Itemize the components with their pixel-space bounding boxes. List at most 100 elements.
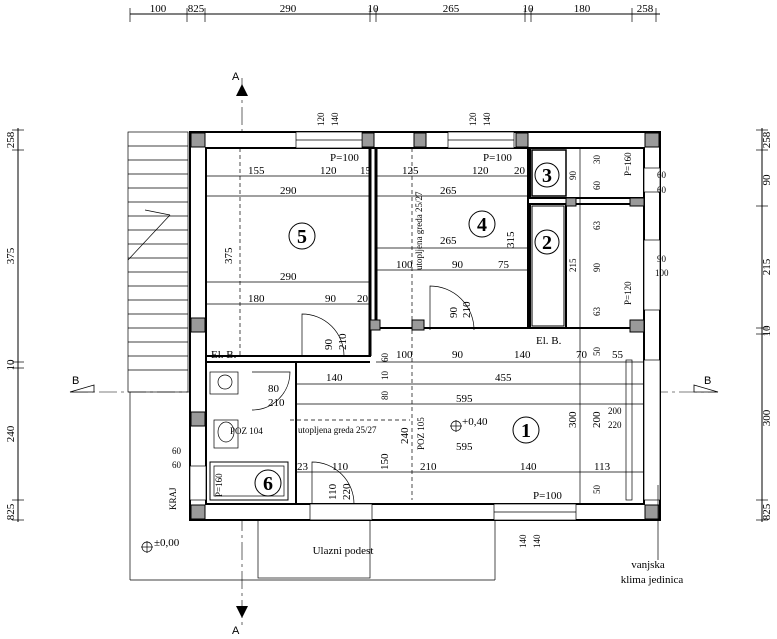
beam-label-2: utopljena greda 25/27: [414, 191, 424, 270]
dim-r5-210v: 210: [337, 333, 349, 350]
dim-c-200r: 200: [608, 406, 622, 416]
dim-side-90: 90: [657, 254, 667, 264]
dim-top5-120: 120: [316, 112, 326, 126]
dim-door-110: 110: [327, 483, 339, 500]
dim-r3-60: 60: [592, 181, 602, 191]
dim-side-60c: 60: [172, 446, 182, 456]
dim-r3-30: 30: [592, 155, 602, 165]
dim-r4-265a: 265: [440, 185, 457, 197]
dim-r4-90: 90: [452, 259, 464, 271]
level-zero: ±0,00: [154, 537, 180, 549]
right-dim-3: 215: [761, 258, 773, 275]
dim-r5-15: 15: [360, 165, 372, 177]
top-dimension-chain: 100 825 290 10 265 10 180 258: [129, 3, 660, 22]
annotations: Ulazni podest vanjska klima jedinica KRA…: [141, 191, 683, 586]
interior-dimension-lines: [206, 148, 644, 505]
dim-c-595b: 595: [456, 441, 473, 453]
dim-c-110: 110: [332, 461, 349, 473]
dim-c-23: 23: [297, 461, 309, 473]
el-b-left: El. B.: [211, 349, 237, 361]
room-1-number: 1: [521, 420, 531, 442]
window-1-label: P=100: [533, 490, 562, 502]
top-dim-8: 258: [637, 3, 654, 15]
dim-r2-63b: 63: [592, 307, 602, 317]
dim-top5-140: 140: [330, 112, 340, 126]
ac-unit-label-2: klima jedinica: [621, 574, 684, 586]
dim-r5-290b: 290: [280, 271, 297, 283]
dim-c-50: 50: [592, 347, 602, 357]
dim-r4-125: 125: [402, 165, 419, 177]
dim-r4-210v: 210: [461, 301, 473, 318]
top-dim-4: 10: [368, 3, 380, 15]
dim-c-55: 55: [612, 349, 624, 361]
top-dim-3: 290: [280, 3, 297, 15]
dim-c-455: 455: [495, 372, 512, 384]
dim-c-50b: 50: [592, 485, 602, 495]
right-dim-2: 90: [761, 174, 773, 186]
beam-label-1: utopljena greda 25/27: [298, 425, 377, 435]
top-dim-2: 825: [188, 3, 205, 15]
dim-bath-80: 80: [268, 383, 280, 395]
room-3-number: 3: [542, 165, 552, 187]
dim-c-140: 140: [514, 349, 531, 361]
window-3-label: P=160: [623, 152, 633, 176]
dim-r5-90: 90: [325, 293, 337, 305]
dim-c-140b: 140: [326, 372, 343, 384]
dim-r2-63a: 63: [592, 221, 602, 231]
dim-r3-90: 90: [568, 171, 578, 181]
dim-top4-120: 120: [468, 112, 478, 126]
left-dim-5: 825: [5, 503, 17, 520]
exterior-stairs: [127, 131, 496, 581]
left-dim-4: 240: [5, 425, 17, 442]
top-dim-6: 10: [523, 3, 535, 15]
dim-r4-100: 100: [396, 259, 413, 271]
dim-c-10: 10: [380, 371, 390, 381]
dim-r5-290a: 290: [280, 185, 297, 197]
dim-c-595a: 595: [456, 393, 473, 405]
dim-c-210: 210: [420, 461, 437, 473]
dim-r5-155: 155: [248, 165, 265, 177]
poz-104-label: POZ 104: [230, 426, 263, 436]
dim-r4-120: 120: [472, 165, 489, 177]
interior-dimensions: 155 120 15 290 375 290 180 90 20 90 210 …: [172, 112, 669, 548]
dim-r5-180: 180: [248, 293, 265, 305]
left-dim-1: 258: [5, 131, 17, 148]
dim-r2-90: 90: [592, 263, 602, 273]
dim-c-300: 300: [567, 411, 579, 428]
dim-side-60b: 60: [657, 185, 667, 195]
building-walls: [189, 131, 661, 521]
el-b-right: El. B.: [536, 335, 562, 347]
windows: [189, 131, 661, 521]
dim-c-200: 200: [591, 411, 603, 428]
dim-bot-140b: 140: [532, 534, 542, 548]
right-dim-4: 10: [761, 325, 773, 337]
top-dim-7: 180: [574, 3, 591, 15]
dim-r5-120: 120: [320, 165, 337, 177]
section-b-left: B: [72, 375, 79, 387]
window-5-label: P=100: [330, 152, 359, 164]
window-6-label: P=160: [214, 473, 224, 497]
dim-r4-75: 75: [498, 259, 510, 271]
level-plus040: +0,40: [462, 416, 488, 428]
dim-c-140c: 140: [520, 461, 537, 473]
dim-side-100: 100: [655, 268, 669, 278]
dim-bot-140a: 140: [518, 534, 528, 548]
window-labels: P=100 P=100 P=160 P=120 P=100 P=160: [214, 152, 633, 502]
doors: [251, 285, 475, 521]
dim-side-60d: 60: [172, 460, 182, 470]
dim-top4-140: 140: [482, 112, 492, 126]
dim-c-80v: 80: [380, 391, 390, 401]
dim-r5-375: 375: [223, 247, 235, 264]
entrance-label: Ulazni podest: [313, 545, 374, 557]
right-dimension-chain: 258 90 215 10 300 825: [756, 128, 773, 522]
dim-c-70: 70: [576, 349, 588, 361]
dim-bath-210: 210: [268, 397, 285, 409]
dim-c-100: 100: [396, 349, 413, 361]
poz-105-label: POZ 105: [416, 417, 426, 450]
dim-c-90: 90: [452, 349, 464, 361]
top-dim-5: 265: [443, 3, 460, 15]
room-4-number: 4: [477, 214, 487, 236]
dim-r2-215: 215: [568, 258, 578, 272]
dim-door-220: 220: [341, 483, 353, 500]
